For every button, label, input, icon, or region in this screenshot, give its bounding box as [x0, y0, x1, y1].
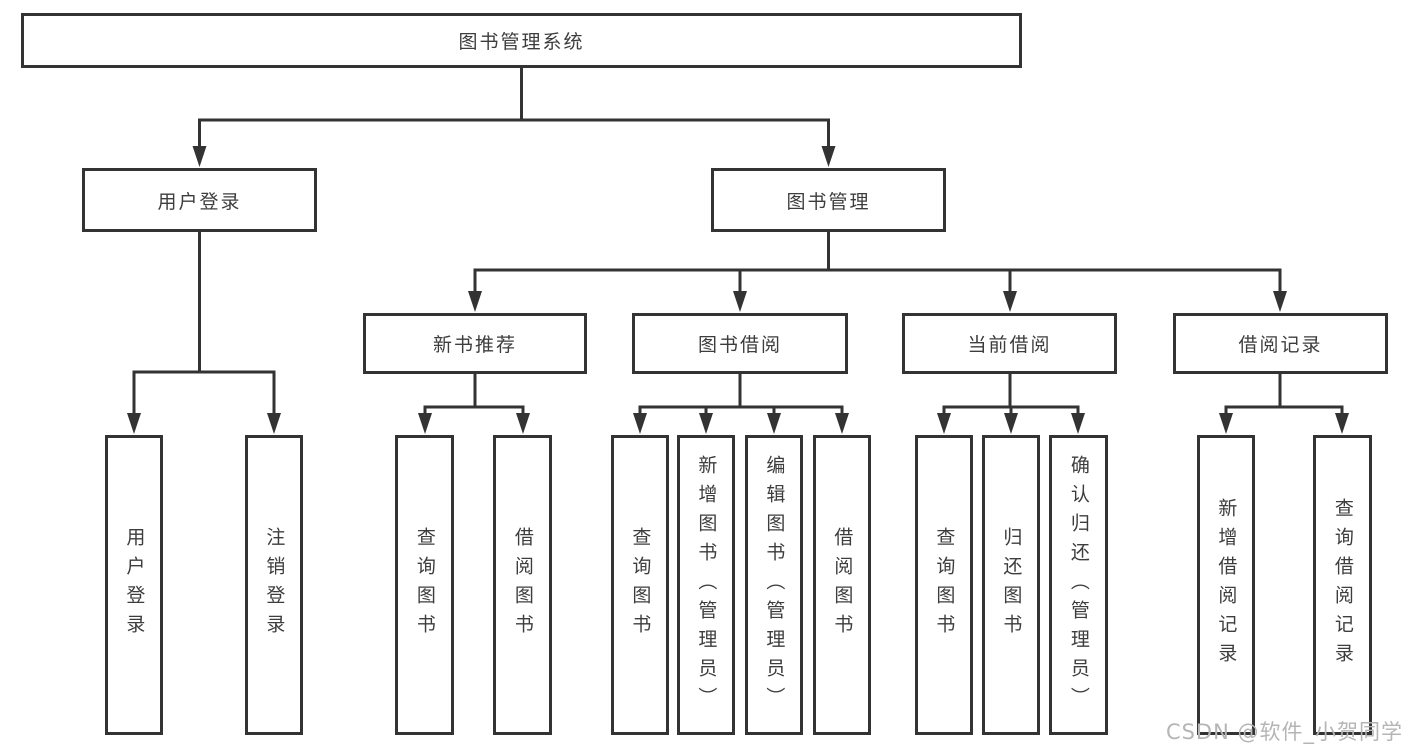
node-root-label: 图书管理系统	[458, 31, 585, 53]
leaf-newbook-query-books: 查询图书	[395, 435, 454, 735]
leaf-borrow-edit-books-admin: 编辑图书（管理员）	[745, 435, 803, 735]
watermark: CSDN @软件_小贺同学	[1165, 720, 1403, 744]
leaf-borrow-add-books-admin-label: 新增图书（管理员）	[695, 454, 718, 716]
leaf-current-confirm-return-admin-label: 确认归还（管理员）	[1067, 454, 1090, 716]
leaf-records-add-borrow-record: 新增借阅记录	[1197, 435, 1255, 735]
leaf-borrow-query-books-label: 查询图书	[629, 527, 652, 643]
node-current-borrow-label: 当前借阅	[967, 334, 1052, 356]
leaf-current-confirm-return-admin: 确认归还（管理员）	[1049, 435, 1108, 735]
leaf-user-login: 用户登录	[105, 435, 163, 735]
node-user-login-label: 用户登录	[157, 190, 242, 213]
leaf-borrow-borrow-books-label: 借阅图书	[831, 527, 854, 643]
node-borrow-records: 借阅记录	[1173, 313, 1388, 374]
node-book-management-label: 图书管理	[786, 190, 871, 213]
connector-root-to-level2	[192, 68, 836, 167]
connector-book-mgmt-to-level3	[468, 232, 1287, 312]
leaf-records-query-borrow-record-label: 查询借阅记录	[1331, 498, 1354, 672]
node-borrow-records-label: 借阅记录	[1238, 334, 1323, 356]
leaf-current-return-books: 归还图书	[982, 435, 1040, 735]
leaf-current-query-books: 查询图书	[915, 435, 973, 735]
connector-borrow-records-to-leaves	[1219, 374, 1349, 434]
node-current-borrow: 当前借阅	[902, 313, 1117, 374]
connector-user-login-to-leaves	[127, 232, 281, 434]
leaf-borrow-add-books-admin: 新增图书（管理员）	[677, 435, 735, 735]
leaf-user-login-label: 用户登录	[123, 527, 146, 643]
connector-book-borrow-to-leaves	[633, 374, 849, 434]
leaf-current-return-books-label: 归还图书	[1000, 527, 1023, 643]
node-new-book-recommend: 新书推荐	[363, 313, 587, 374]
leaf-logout: 注销登录	[245, 435, 303, 735]
node-root: 图书管理系统	[21, 13, 1022, 68]
node-new-book-recommend-label: 新书推荐	[432, 334, 517, 356]
node-user-login: 用户登录	[82, 168, 317, 232]
leaf-borrow-edit-books-admin-label: 编辑图书（管理员）	[763, 454, 786, 716]
leaf-current-query-books-label: 查询图书	[933, 527, 956, 643]
leaf-records-add-borrow-record-label: 新增借阅记录	[1215, 498, 1238, 672]
leaf-records-query-borrow-record: 查询借阅记录	[1313, 435, 1372, 735]
node-book-borrow: 图书借阅	[632, 313, 848, 374]
node-book-management: 图书管理	[711, 168, 946, 232]
connector-current-borrow-to-leaves	[937, 374, 1085, 434]
leaf-newbook-borrow-books-label: 借阅图书	[511, 527, 534, 643]
node-book-borrow-label: 图书借阅	[697, 334, 782, 356]
leaf-borrow-query-books: 查询图书	[611, 435, 669, 735]
leaf-logout-label: 注销登录	[263, 527, 286, 643]
leaf-newbook-query-books-label: 查询图书	[413, 527, 436, 643]
connector-new-book-to-leaves	[418, 374, 530, 434]
leaf-newbook-borrow-books: 借阅图书	[493, 435, 552, 735]
leaf-borrow-borrow-books: 借阅图书	[813, 435, 871, 735]
